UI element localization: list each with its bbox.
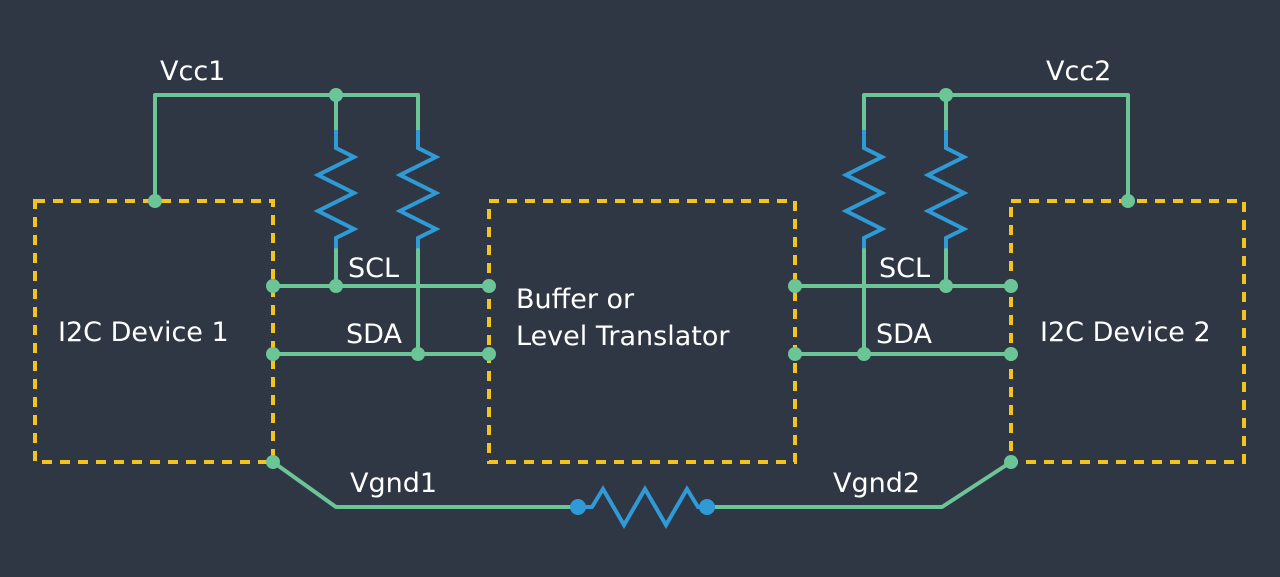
sda-label-left: SDA [346,319,402,350]
vcc2-rail [862,93,1130,203]
sda-label-right: SDA [876,319,932,350]
vgnd2-label: Vgnd2 [833,468,920,499]
junction-nodes [148,88,1135,515]
device1-box [33,199,275,464]
vgnd1-label: Vgnd1 [350,468,437,499]
pullup-resistor-scl-right [923,130,969,250]
vcc1-rail [153,93,420,203]
scl-label-right: SCL [879,253,930,284]
ground-wire-left [271,460,580,509]
buffer-box [487,199,797,464]
buffer-label-line1: Buffer or [516,284,635,315]
ground-wire-right [705,460,1013,509]
device2-label: I2C Device 2 [1040,317,1211,348]
vcc1-label: Vcc1 [160,56,225,87]
ground-resistor [578,485,707,529]
vcc2-label: Vcc2 [1046,56,1111,87]
pullup-resistor-sda-left [395,130,441,250]
scl-label-left: SCL [348,253,399,284]
pullup-resistor-scl-left [313,130,359,250]
device1-label: I2C Device 1 [58,317,229,348]
pullup-resistor-sda-right [841,130,887,250]
buffer-label-line2: Level Translator [516,321,730,352]
